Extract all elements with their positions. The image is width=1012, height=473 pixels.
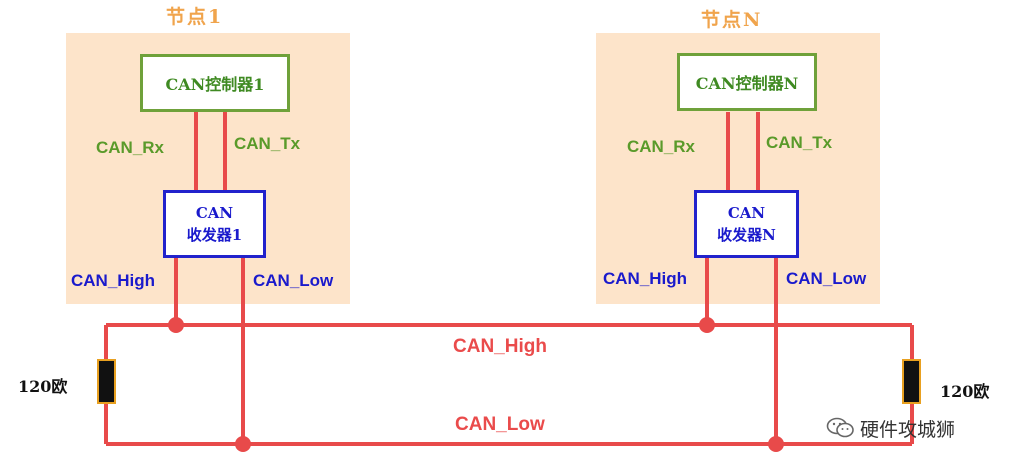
node1-transceiver-line2: 收发器1 bbox=[186, 226, 243, 244]
right-resistor bbox=[902, 359, 921, 404]
nodeN-low-label: CAN_Low bbox=[786, 269, 867, 288]
wechat-icon bbox=[826, 417, 854, 438]
node1-transceiver: CAN 收发器1 bbox=[163, 190, 266, 258]
nodeN-transceiver-line2: 收发器N bbox=[717, 226, 776, 244]
watermark-text: 硬件攻城狮 bbox=[860, 419, 956, 441]
nodeN-low-junction bbox=[768, 436, 784, 452]
nodeN-rx-label: CAN_Rx bbox=[627, 137, 696, 156]
nodeN-high-label: CAN_High bbox=[603, 269, 688, 288]
node1-low-junction bbox=[235, 436, 251, 452]
nodeN-transceiver-line1: CAN bbox=[727, 204, 766, 222]
bus-high-label: CAN_High bbox=[453, 336, 547, 357]
node1-transceiver-line1: CAN bbox=[195, 204, 234, 222]
nodeN-controller: CAN控制器N bbox=[677, 53, 817, 111]
nodeN-controller-label: CAN控制器N bbox=[695, 74, 799, 93]
nodeN-high-junction bbox=[699, 317, 715, 333]
node1-controller-label: CAN控制器1 bbox=[165, 75, 265, 94]
node1-title: 节点1 bbox=[166, 6, 224, 28]
node1-tx-label: CAN_Tx bbox=[234, 134, 301, 153]
node1-low-label: CAN_Low bbox=[253, 271, 334, 290]
node1-rx-label: CAN_Rx bbox=[96, 138, 165, 157]
node1-high-label: CAN_High bbox=[71, 271, 156, 290]
node1-high-junction bbox=[168, 317, 184, 333]
bus-low-label: CAN_Low bbox=[455, 414, 545, 435]
nodeN-title: 节点N bbox=[701, 9, 763, 31]
node1-controller: CAN控制器1 bbox=[140, 54, 290, 112]
right-resistor-label: 120欧 bbox=[940, 382, 990, 401]
nodeN-tx-label: CAN_Tx bbox=[766, 133, 833, 152]
left-resistor bbox=[97, 359, 116, 404]
left-resistor-label: 120欧 bbox=[18, 377, 68, 396]
nodeN-transceiver: CAN 收发器N bbox=[694, 190, 799, 258]
